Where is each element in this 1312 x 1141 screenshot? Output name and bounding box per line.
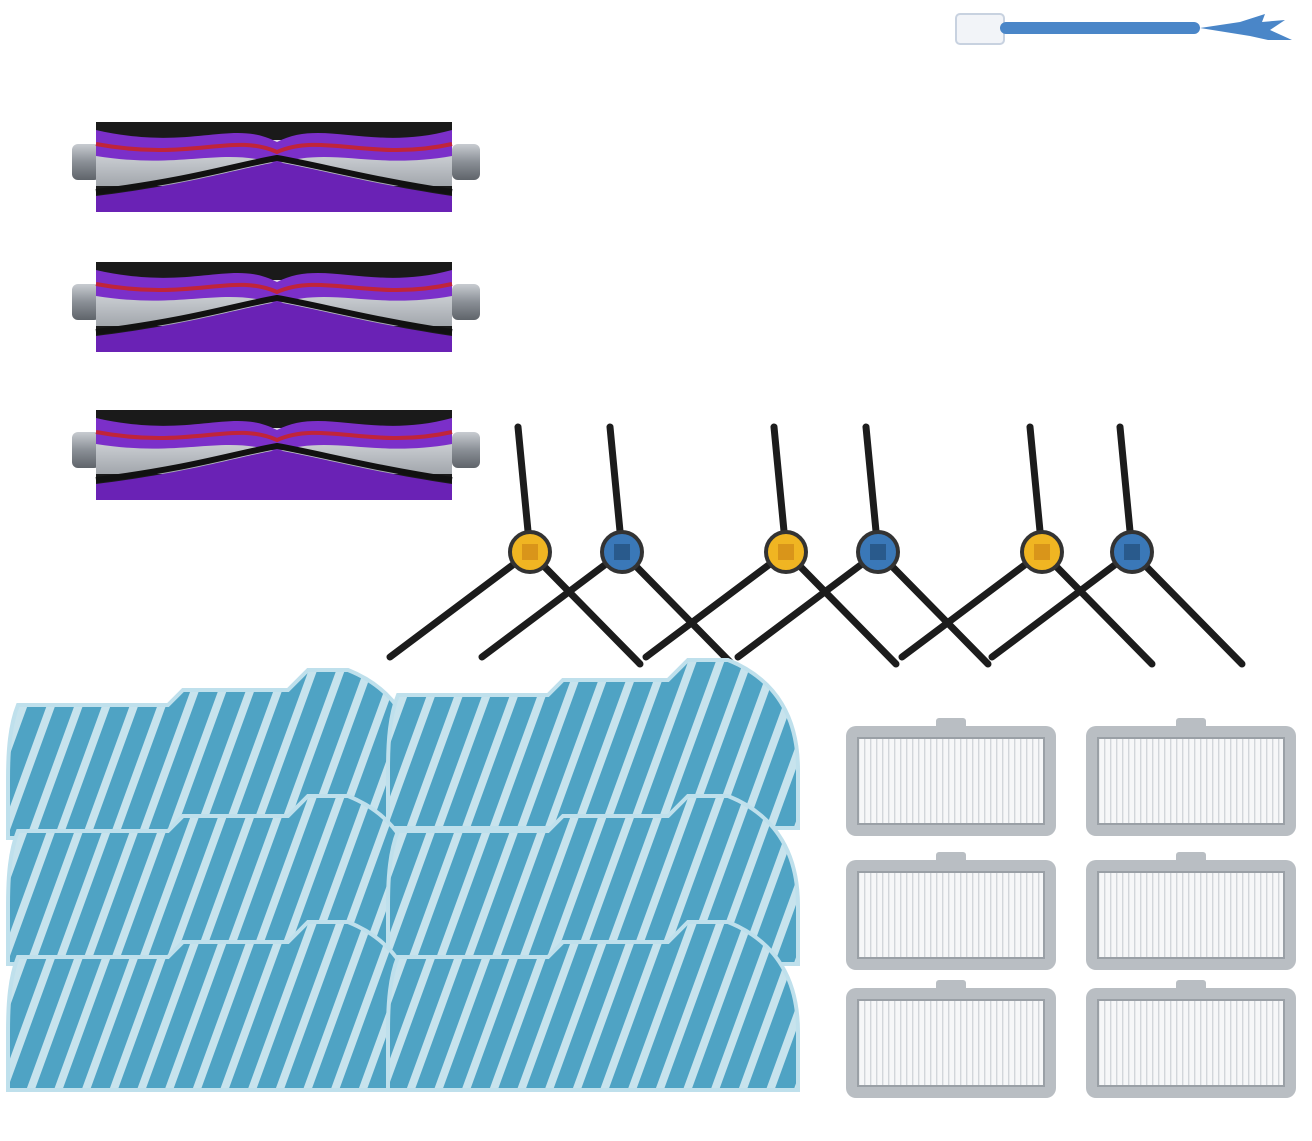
hepa-filter-illustration: [845, 717, 1297, 1099]
cleaning-tool-illustration: [955, 13, 1292, 45]
mop-pad-illustration: [6, 658, 800, 1092]
side-brush-illustration: [390, 427, 1242, 664]
roller-brush-illustration: [72, 122, 480, 500]
